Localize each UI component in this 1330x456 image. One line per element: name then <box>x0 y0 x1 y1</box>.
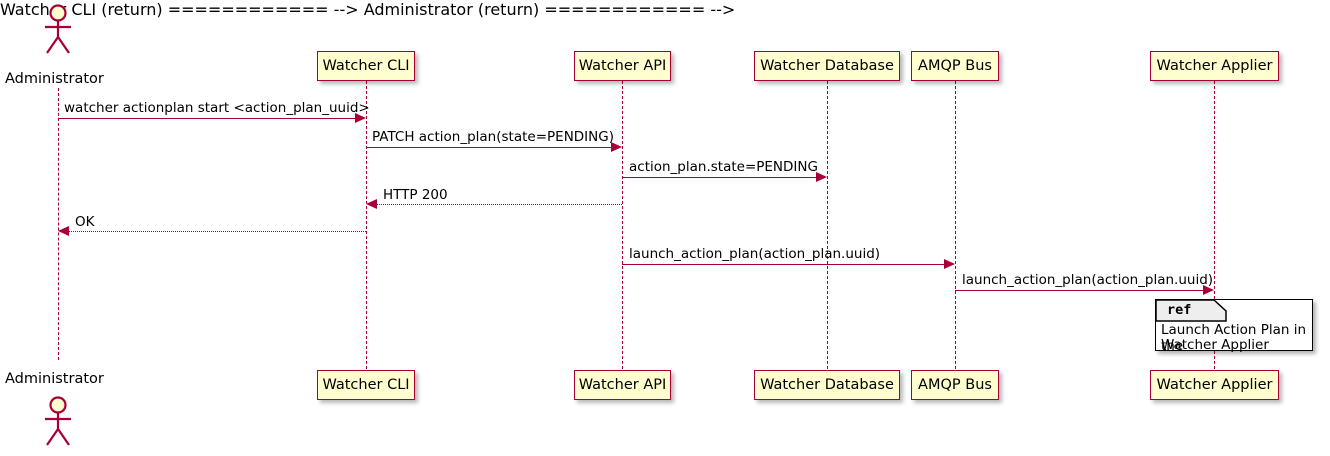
lifeline-watcher-applier <box>1214 81 1215 299</box>
ref-keyword-label: ref <box>1167 302 1192 318</box>
message-line-m5 <box>69 231 366 232</box>
participant-label: Watcher Applier <box>1156 58 1273 74</box>
lifeline-watcher-api <box>622 81 623 369</box>
message-arrowhead-m7 <box>1203 285 1214 295</box>
message-line-m7 <box>955 290 1203 291</box>
message-label-m5: OK <box>75 214 95 230</box>
message-arrowhead-m6 <box>944 259 955 269</box>
participant-label: Watcher API <box>578 377 667 393</box>
message-arrowhead-m5 <box>58 226 69 236</box>
ref-fragment[interactable]: ref Launch Action Plan in the Watcher Ap… <box>1155 299 1313 354</box>
message-arrowhead-m1 <box>355 113 366 123</box>
participant-watcher-database-top[interactable]: Watcher Database <box>754 51 900 81</box>
participant-watcher-applier-top[interactable]: Watcher Applier <box>1150 51 1279 81</box>
message-arrowhead-m2 <box>611 142 622 152</box>
lifeline-administrator <box>58 88 59 360</box>
actor-administrator-bottom[interactable] <box>35 396 81 448</box>
message-label-m4: HTTP 200 <box>383 187 448 203</box>
message-line-m6 <box>622 264 944 265</box>
participant-amqp-bus-top[interactable]: AMQP Bus <box>911 51 999 81</box>
message-label-m6: launch_action_plan(action_plan.uuid) <box>629 246 881 262</box>
actor-stick-figure-icon <box>45 396 71 446</box>
participant-watcher-applier-bottom[interactable]: Watcher Applier <box>1150 370 1279 400</box>
actor-label-administrator-bottom: Administrator <box>5 371 104 387</box>
participant-watcher-cli-bottom[interactable]: Watcher CLI <box>317 370 415 400</box>
participant-watcher-api-bottom[interactable]: Watcher API <box>574 370 671 400</box>
message-arrowhead-m3 <box>816 172 827 182</box>
participant-amqp-bus-bottom[interactable]: AMQP Bus <box>911 370 999 400</box>
message-line-m4 <box>377 204 622 205</box>
actor-administrator-top[interactable] <box>35 4 81 56</box>
participant-label: Watcher Applier <box>1156 377 1273 393</box>
message-label-m3: action_plan.state=PENDING <box>629 159 818 175</box>
participant-watcher-cli-top[interactable]: Watcher CLI <box>317 51 415 81</box>
participant-label: Watcher Database <box>760 377 894 393</box>
lifeline-watcher-database <box>827 81 828 369</box>
message-label-m7: launch_action_plan(action_plan.uuid) <box>962 272 1214 288</box>
participant-label: Watcher CLI <box>322 58 410 74</box>
participant-label: Watcher CLI <box>322 377 410 393</box>
message-label-m1: watcher actionplan start <action_plan_uu… <box>64 100 370 116</box>
ref-fragment-tab-shape <box>1156 300 1227 322</box>
participant-watcher-database-bottom[interactable]: Watcher Database <box>754 370 900 400</box>
participant-label: AMQP Bus <box>918 58 992 74</box>
message-arrowhead-m4 <box>366 199 377 209</box>
message-label-m2: PATCH action_plan(state=PENDING) <box>372 129 614 145</box>
lifeline-watcher-cli <box>366 81 367 369</box>
ref-text-line-1: Launch Action Plan in the <box>1161 322 1307 354</box>
message-line-m1 <box>58 118 355 119</box>
participant-watcher-api-top[interactable]: Watcher API <box>574 51 671 81</box>
lifeline-amqp-bus <box>955 81 956 369</box>
message-line-m3 <box>622 177 816 178</box>
participant-label: AMQP Bus <box>918 377 992 393</box>
participant-label: Watcher API <box>578 58 667 74</box>
participant-label: Watcher Database <box>760 58 894 74</box>
ref-text-line-2: Watcher Applier <box>1161 337 1269 353</box>
actor-stick-figure-icon <box>45 4 71 54</box>
message-line-m2 <box>366 147 611 148</box>
actor-label-administrator-top: Administrator <box>5 71 104 87</box>
lifeline-watcher-applier-lower <box>1214 351 1215 369</box>
